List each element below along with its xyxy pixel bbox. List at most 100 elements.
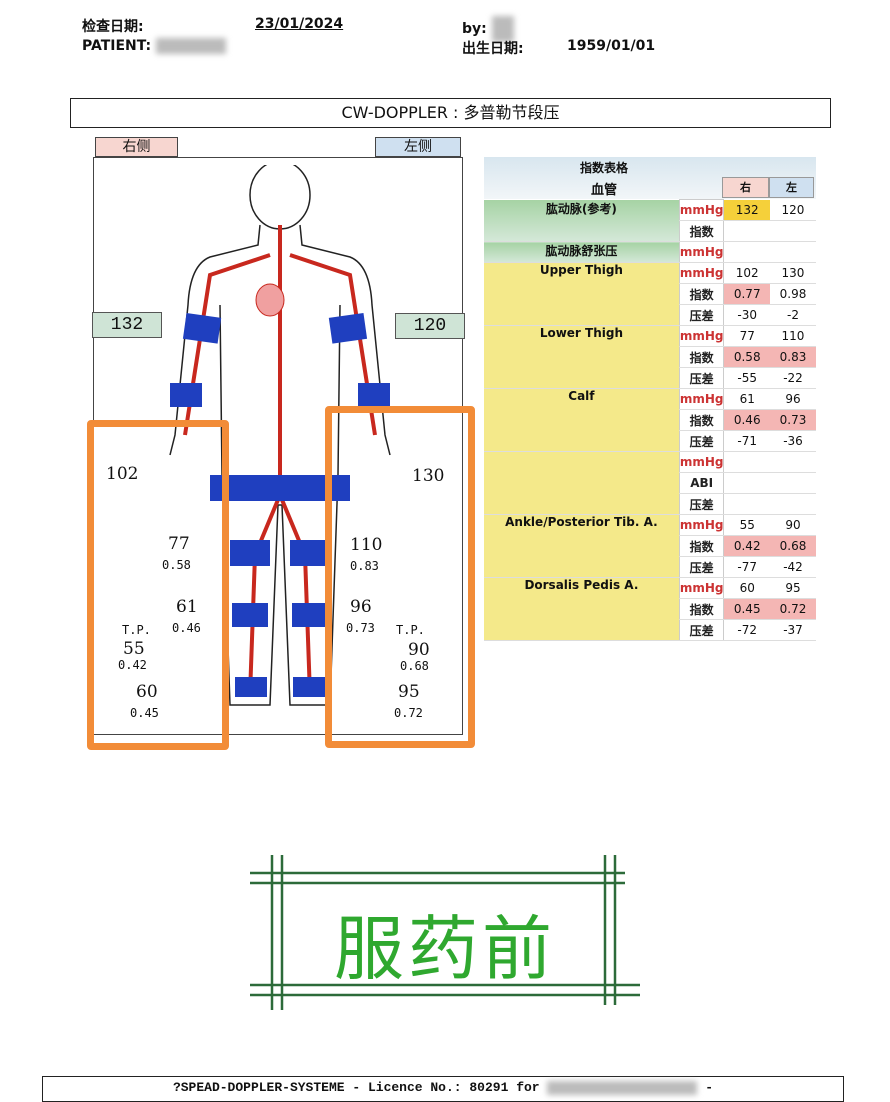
table-row: 压差-55-22	[484, 367, 816, 389]
left-value: 110	[769, 325, 816, 347]
by-label: by:	[462, 16, 514, 42]
right-value: 0.45	[723, 598, 770, 620]
left-lower-thigh-index: 0.83	[350, 559, 379, 573]
unit-cell: mmHg	[678, 388, 725, 410]
right-dorsalis-pedis-index: 0.45	[130, 706, 159, 720]
vessel-name: Lower Thigh	[484, 325, 680, 389]
right-value	[723, 241, 770, 263]
body-diagram	[169, 165, 391, 706]
right-value	[723, 493, 770, 515]
unit-cell: mmHg	[678, 325, 725, 347]
left-value: 0.72	[769, 598, 816, 620]
table-row: 压差-71-36	[484, 430, 816, 452]
unit-cell: 指数	[678, 535, 725, 557]
unit-cell: mmHg	[678, 451, 725, 473]
right-lower-thigh-index: 0.58	[162, 558, 191, 572]
exam-date-label: 检查日期:	[82, 19, 144, 35]
vessel-name: 肱动脉(参考)	[484, 199, 680, 242]
right-header: 右	[722, 177, 769, 198]
report-title: CW-DOPPLER : 多普勒节段压	[70, 98, 831, 128]
right-dorsalis-pedis: 60	[136, 682, 158, 702]
right-value	[723, 472, 770, 494]
exam-date: 23/01/2024	[255, 16, 344, 32]
right-value: -72	[723, 619, 770, 641]
cuffs	[170, 313, 390, 697]
right-value: 132	[723, 199, 770, 221]
right-upper-thigh: 102	[106, 464, 139, 484]
left-upper-thigh: 130	[412, 466, 445, 486]
unit-cell: 指数	[678, 283, 725, 305]
right-value: 0.77	[723, 283, 770, 305]
left-value: -36	[769, 430, 816, 452]
unit-cell: 指数	[678, 346, 725, 368]
unit-cell: 压差	[678, 556, 725, 578]
left-value: 0.73	[769, 409, 816, 431]
footer: ?SPEAD-DOPPLER-SYSTEME - Licence No.: 80…	[42, 1076, 844, 1102]
vessel-name: 肱动脉舒张压	[484, 241, 680, 263]
left-calf-index: 0.73	[346, 621, 375, 635]
left-leg-highlight	[325, 406, 475, 748]
unit-cell: mmHg	[678, 199, 725, 221]
stamp-text: 服药前	[334, 908, 556, 990]
left-value	[769, 451, 816, 473]
table-title: 指数表格	[579, 161, 628, 175]
unit-cell: 指数	[678, 598, 725, 620]
right-value: 77	[723, 325, 770, 347]
left-dorsalis-pedis-index: 0.72	[394, 706, 423, 720]
right-value	[723, 451, 770, 473]
right-value: -30	[723, 304, 770, 326]
right-value: 0.58	[723, 346, 770, 368]
right-value: 60	[723, 577, 770, 599]
right-value: 102	[723, 262, 770, 284]
vessel-name: Dorsalis Pedis A.	[484, 577, 680, 641]
table-row: 压差-72-37	[484, 619, 816, 641]
table-row: 指数	[484, 220, 816, 242]
right-value: 55	[723, 514, 770, 536]
dob: 1959/01/01	[567, 38, 656, 54]
table-row: 压差-77-42	[484, 556, 816, 578]
right-ankle: 55	[123, 639, 145, 659]
left-calf: 96	[350, 597, 372, 617]
right-value: 0.46	[723, 409, 770, 431]
right-value: -71	[723, 430, 770, 452]
right-ankle-index: 0.42	[118, 658, 147, 672]
unit-cell: 压差	[678, 430, 725, 452]
unit-cell: 压差	[678, 367, 725, 389]
left-value: 0.68	[769, 535, 816, 557]
left-value: 0.83	[769, 346, 816, 368]
unit-cell: mmHg	[678, 262, 725, 284]
vessel-header: 血管	[590, 183, 617, 198]
vessel-name: Ankle/Posterior Tib. A.	[484, 514, 680, 578]
left-value: -37	[769, 619, 816, 641]
table-row: ABI	[484, 472, 816, 494]
left-value: -2	[769, 304, 816, 326]
unit-cell: 压差	[678, 493, 725, 515]
table-row: mmHg	[484, 451, 816, 515]
unit-cell: mmHg	[678, 241, 725, 263]
left-header: 左	[769, 177, 814, 198]
left-ankle-index: 0.68	[400, 659, 429, 673]
left-value	[769, 472, 816, 494]
right-value: -77	[723, 556, 770, 578]
vessel-name: Calf	[484, 388, 680, 452]
unit-cell: mmHg	[678, 577, 725, 599]
right-lower-thigh: 77	[168, 534, 190, 554]
right-value: -55	[723, 367, 770, 389]
left-value: 0.98	[769, 283, 816, 305]
right-calf-index: 0.46	[172, 621, 201, 635]
stamp-frame-icon	[250, 855, 640, 1010]
right-arm-pressure: 132	[92, 312, 162, 338]
right-value: 61	[723, 388, 770, 410]
